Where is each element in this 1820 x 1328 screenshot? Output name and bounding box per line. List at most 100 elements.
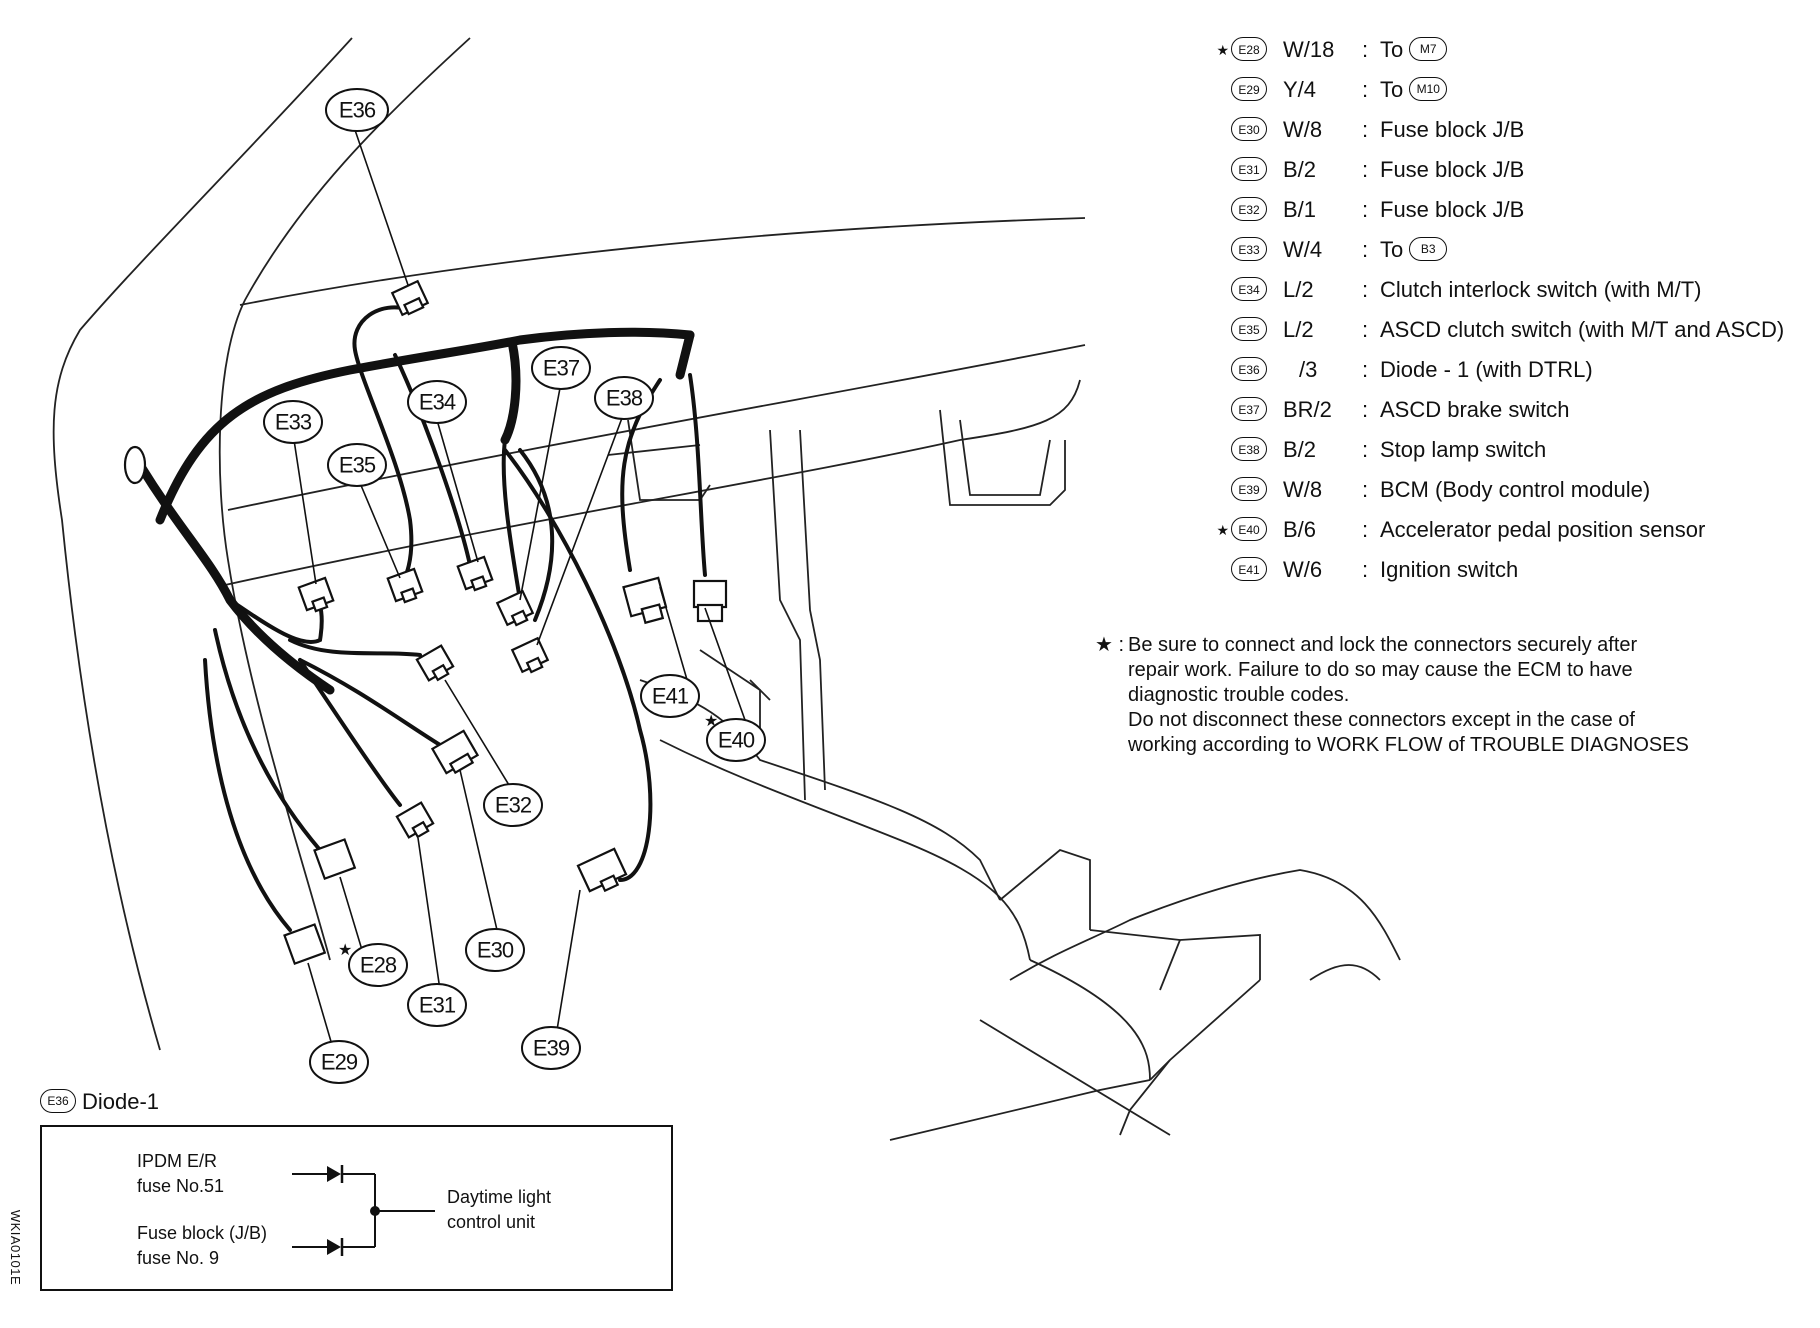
legend-row: E38 B/2 : Stop lamp switch bbox=[1215, 430, 1815, 470]
connector-badge: E40 bbox=[1231, 517, 1267, 541]
legend-colon: : bbox=[1362, 397, 1369, 422]
legend-row: E37 BR/2 : ASCD brake switch bbox=[1215, 390, 1815, 430]
note-line: diagnostic trouble codes. bbox=[1128, 684, 1350, 706]
legend-row: E30 W/8 : Fuse block J/B bbox=[1215, 110, 1815, 150]
callout-label: E34 bbox=[419, 390, 456, 415]
legend-description: ASCD clutch switch (with M/T and ASCD) bbox=[1380, 317, 1785, 342]
callout-label: E41 bbox=[652, 684, 689, 709]
legend-description: Fuse block J/B bbox=[1380, 157, 1525, 182]
legend-description: ASCD brake switch bbox=[1380, 397, 1570, 422]
legend-colon: : bbox=[1362, 37, 1369, 62]
connectors bbox=[123, 279, 728, 966]
callout-star: ★ bbox=[704, 713, 718, 730]
connector-badge: E41 bbox=[1231, 557, 1267, 581]
note-line: working according to WORK FLOW of TROUBL… bbox=[1128, 734, 1689, 756]
connector-badge: E36 bbox=[1231, 357, 1267, 381]
ref-badge: B3 bbox=[1409, 237, 1448, 262]
diode-output: Daytime light control unit bbox=[447, 1185, 551, 1235]
connector-badge: E33 bbox=[1231, 237, 1267, 261]
legend-description: Stop lamp switch bbox=[1380, 437, 1547, 462]
legend-row: ★ E40 B/6 : Accelerator pedal position s… bbox=[1215, 510, 1815, 550]
wire-spec: B/2 bbox=[1283, 157, 1317, 182]
legend-row: E39 W/8 : BCM (Body control module) bbox=[1215, 470, 1815, 510]
legend-desc-text: To bbox=[1380, 237, 1404, 262]
leader-lines bbox=[293, 129, 746, 1046]
callout-label: E40 bbox=[718, 728, 755, 753]
legend-description: Fuse block J/B bbox=[1380, 117, 1525, 142]
legend-desc-text: To bbox=[1380, 37, 1404, 62]
legend-colon: : bbox=[1362, 357, 1369, 382]
legend-description: Diode - 1 (with DTRL) bbox=[1380, 357, 1593, 382]
legend-colon: : bbox=[1362, 157, 1369, 182]
connector-badge: E35 bbox=[1231, 317, 1267, 341]
connector-badge: E34 bbox=[1231, 277, 1267, 301]
wire-spec: L/2 bbox=[1283, 317, 1314, 342]
note-line: Be sure to connect and lock the connecto… bbox=[1128, 634, 1638, 656]
connector-badge: E30 bbox=[1231, 117, 1267, 141]
diode-circuit bbox=[292, 1165, 435, 1256]
diode-title-text: Diode-1 bbox=[82, 1089, 160, 1114]
legend-colon: : bbox=[1362, 197, 1369, 222]
wire-spec: B/2 bbox=[1283, 437, 1317, 462]
wire-spec: W/6 bbox=[1283, 557, 1323, 582]
connector-badge: E37 bbox=[1231, 397, 1267, 421]
callout-label: E35 bbox=[339, 453, 376, 478]
legend-colon: : bbox=[1362, 117, 1369, 142]
wire-spec: W/4 bbox=[1283, 237, 1323, 262]
note-line: Do not disconnect these connectors excep… bbox=[1128, 709, 1635, 731]
legend-description: Accelerator pedal position sensor bbox=[1380, 517, 1706, 542]
callout-label: E31 bbox=[419, 993, 456, 1018]
diode-symbol-2 bbox=[292, 1238, 375, 1256]
label-line: fuse No.51 bbox=[137, 1176, 225, 1196]
wire-spec: W/8 bbox=[1283, 117, 1323, 142]
wire-spec: BR/2 bbox=[1283, 397, 1332, 422]
label-line: Daytime light bbox=[447, 1187, 552, 1207]
callout-label: E28 bbox=[360, 953, 397, 978]
callout-label: E36 bbox=[339, 98, 376, 123]
connector-badge: E31 bbox=[1231, 157, 1267, 181]
callout-label: E39 bbox=[533, 1036, 570, 1061]
note-star: ★ : bbox=[1095, 634, 1125, 656]
ref-badge: M7 bbox=[1409, 37, 1448, 62]
callout-label: E37 bbox=[543, 356, 580, 381]
wire-spec: B/1 bbox=[1283, 197, 1317, 222]
legend-row: E35 L/2 : ASCD clutch switch (with M/T a… bbox=[1215, 310, 1815, 350]
label-line: Fuse block (J/B) bbox=[137, 1223, 268, 1243]
callout-label: E29 bbox=[321, 1050, 358, 1075]
legend-colon: : bbox=[1362, 517, 1369, 542]
wire-spec: /3 bbox=[1299, 357, 1318, 382]
legend-colon: : bbox=[1362, 277, 1369, 302]
legend-colon: : bbox=[1362, 77, 1369, 102]
label-line: IPDM E/R bbox=[137, 1151, 218, 1171]
connector-badge: E38 bbox=[1231, 437, 1267, 461]
legend-colon: : bbox=[1362, 557, 1369, 582]
connector-badge: E32 bbox=[1231, 197, 1267, 221]
legend-colon: : bbox=[1362, 477, 1369, 502]
note-line: repair work. Failure to do so may cause … bbox=[1128, 659, 1633, 681]
diode-input-1: IPDM E/R fuse No.51 bbox=[137, 1149, 224, 1199]
diode-symbol-1 bbox=[292, 1165, 375, 1183]
connector-badge: E39 bbox=[1231, 477, 1267, 501]
wire-spec: B/6 bbox=[1283, 517, 1317, 542]
legend-colon: : bbox=[1362, 437, 1369, 462]
connector-badge: E29 bbox=[1231, 77, 1267, 101]
label-line: control unit bbox=[447, 1212, 536, 1232]
diode-input-2: Fuse block (J/B) fuse No. 9 bbox=[137, 1221, 267, 1271]
callout-label: E38 bbox=[606, 386, 643, 411]
diode-schematic: IPDM E/R fuse No.51 Fuse block (J/B) fus… bbox=[40, 1125, 673, 1291]
connector-badge: E28 bbox=[1231, 37, 1267, 61]
wires bbox=[203, 305, 707, 932]
legend-row: E34 L/2 : Clutch interlock switch (with … bbox=[1215, 270, 1815, 310]
ref-badge: M10 bbox=[1409, 77, 1448, 102]
legend-star: ★ bbox=[1216, 522, 1229, 538]
callout-label: E32 bbox=[495, 793, 532, 818]
legend-colon: : bbox=[1362, 237, 1369, 262]
caution-note: ★ : Be sure to connect and lock the conn… bbox=[1095, 633, 1815, 758]
